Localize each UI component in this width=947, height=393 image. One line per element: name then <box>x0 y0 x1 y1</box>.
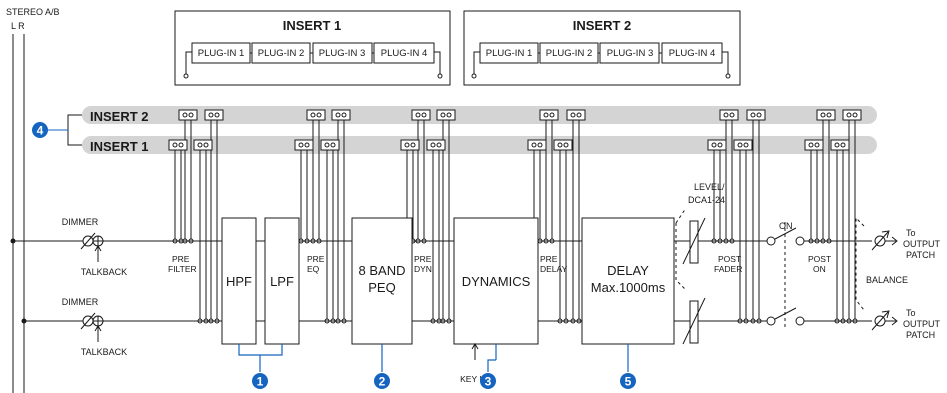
on-switch-l-out[interactable] <box>795 236 805 246</box>
badge-2-label: 2 <box>379 375 386 389</box>
lpf-label: LPF <box>270 274 294 289</box>
on-switch-r-out[interactable] <box>795 316 805 326</box>
insert1-box-title: INSERT 1 <box>283 18 342 33</box>
pre-delay-label-1: PRE <box>540 254 558 264</box>
ins2-pre-filter-r-connector[interactable] <box>204 109 224 324</box>
insert2-box-title: INSERT 2 <box>573 18 632 33</box>
badge-2: 2 <box>374 373 390 389</box>
hpf-block <box>221 217 257 345</box>
on-switch-l-in[interactable] <box>766 236 776 246</box>
hpf-label: HPF <box>226 274 252 289</box>
talkback-label-l: TALKBACK <box>81 267 127 277</box>
output-to-l: To <box>906 228 916 238</box>
output-line2-r: PATCH <box>906 330 935 340</box>
post-on-label-2: ON <box>813 264 826 274</box>
dynamics-label: DYNAMICS <box>462 274 531 289</box>
insert1-plugin-3-label: PLUG-IN 3 <box>319 48 365 59</box>
insert2-bar <box>82 106 877 124</box>
on-switch-r-in[interactable] <box>766 316 776 326</box>
dimmer-label-l: DIMMER <box>62 217 99 227</box>
ins2-post-fader-l-connector[interactable] <box>719 109 739 244</box>
ins2-pre-delay-r-connector[interactable] <box>566 109 586 324</box>
stereo-lr-label: L R <box>11 21 25 31</box>
ins1-pre-eq-r-connector[interactable] <box>320 139 340 324</box>
badge-3: 3 <box>480 373 496 389</box>
insert1-bar-label: INSERT 1 <box>90 139 149 154</box>
level-label-2: DCA1-24 <box>688 195 725 205</box>
insert2-plugin-2-label: PLUG-IN 2 <box>546 48 592 59</box>
post-fader-label-1: POST <box>718 254 741 264</box>
insert2-plugin-3-label: PLUG-IN 3 <box>607 48 653 59</box>
ins2-pre-delay-l-connector[interactable] <box>539 109 559 244</box>
post-on-label-1: POST <box>808 254 831 264</box>
badge-4: 4 <box>32 122 48 138</box>
output-to-r: To <box>906 308 916 318</box>
key-in-label: KEY IN <box>460 374 488 384</box>
ins1-pre-filter-r-connector[interactable] <box>193 139 213 324</box>
ins2-pre-dyn-l-connector[interactable] <box>411 109 431 244</box>
ins1-pre-delay-r-connector[interactable] <box>553 139 573 324</box>
stereo-title: STEREO A/B <box>6 7 60 17</box>
pre-filter-label-2: FILTER <box>168 264 197 274</box>
ins1-post-fader-r-connector[interactable] <box>733 139 753 324</box>
lpf-block <box>264 217 300 345</box>
on-switch-label: ON <box>779 221 793 231</box>
ins1-pre-filter-l-connector[interactable] <box>168 139 188 244</box>
badge-1-label: 1 <box>257 375 264 389</box>
ins2-pre-dyn-r-connector[interactable] <box>436 109 456 324</box>
insert2-box: INSERT 2 PLUG-IN 1 PLUG-IN 2 PLUG-IN 3 P… <box>463 10 741 86</box>
dimmer-label-r: DIMMER <box>62 297 99 307</box>
delay-label-2: Max.1000ms <box>591 280 666 295</box>
pre-eq-label-2: EQ <box>307 264 320 274</box>
insert1-plugin-4-label: PLUG-IN 4 <box>381 48 427 59</box>
balance-label: BALANCE <box>866 275 908 285</box>
insert-point-labels: PRE FILTER PRE EQ PRE DYN PRE DELAY POST… <box>168 254 831 274</box>
peq-label-1: 8 BAND <box>359 263 406 278</box>
badge-5: 5 <box>620 373 636 389</box>
dimmer-talkback-l: DIMMER TALKBACK <box>62 217 127 277</box>
badge-3-label: 3 <box>485 375 492 389</box>
insert1-plugin-2-label: PLUG-IN 2 <box>258 48 304 59</box>
ins1-post-on-l-connector[interactable] <box>804 139 824 244</box>
post-fader-label-2: FADER <box>714 264 742 274</box>
pre-dyn-label-1: PRE <box>414 254 432 264</box>
insert1-box: INSERT 1 PLUG-IN 1 PLUG-IN 2 PLUG-IN 3 P… <box>174 10 451 86</box>
talkback-label-r: TALKBACK <box>81 347 127 357</box>
pre-eq-label-1: PRE <box>307 254 325 264</box>
insert2-plugin-1-label: PLUG-IN 1 <box>486 48 532 59</box>
ins1-post-on-r-connector[interactable] <box>830 139 850 324</box>
ins2-pre-filter-l-connector[interactable] <box>178 109 198 244</box>
pre-delay-label-2: DELAY <box>540 264 568 274</box>
output-line1-l: OUTPUT <box>903 239 941 249</box>
badge-1: 1 <box>252 373 268 389</box>
badge-5-label: 5 <box>625 375 632 389</box>
insert1-bar <box>82 136 877 154</box>
output-line2-l: PATCH <box>906 250 935 260</box>
insert2-bar-label: INSERT 2 <box>90 109 149 124</box>
badge-4-label: 4 <box>37 124 44 138</box>
insert2-plugin-4-label: PLUG-IN 4 <box>669 48 715 59</box>
dynamics-block <box>453 217 539 345</box>
insert1-plugin-1-label: PLUG-IN 1 <box>198 48 244 59</box>
pre-filter-label-1: PRE <box>172 254 190 264</box>
pre-dyn-label-2: DYN <box>414 264 432 274</box>
ins2-post-on-l-connector[interactable] <box>816 109 836 244</box>
peq-label-2: PEQ <box>368 280 395 295</box>
ins1-pre-dyn-r-connector[interactable] <box>426 139 446 324</box>
ins2-pre-eq-l-connector[interactable] <box>306 109 326 244</box>
dimmer-talkback-r: DIMMER TALKBACK <box>62 297 127 357</box>
delay-label-1: DELAY <box>607 263 649 278</box>
level-label-1: LEVEL/ <box>694 182 725 192</box>
balance-control-l[interactable] <box>871 230 890 251</box>
output-line1-r: OUTPUT <box>903 319 941 329</box>
